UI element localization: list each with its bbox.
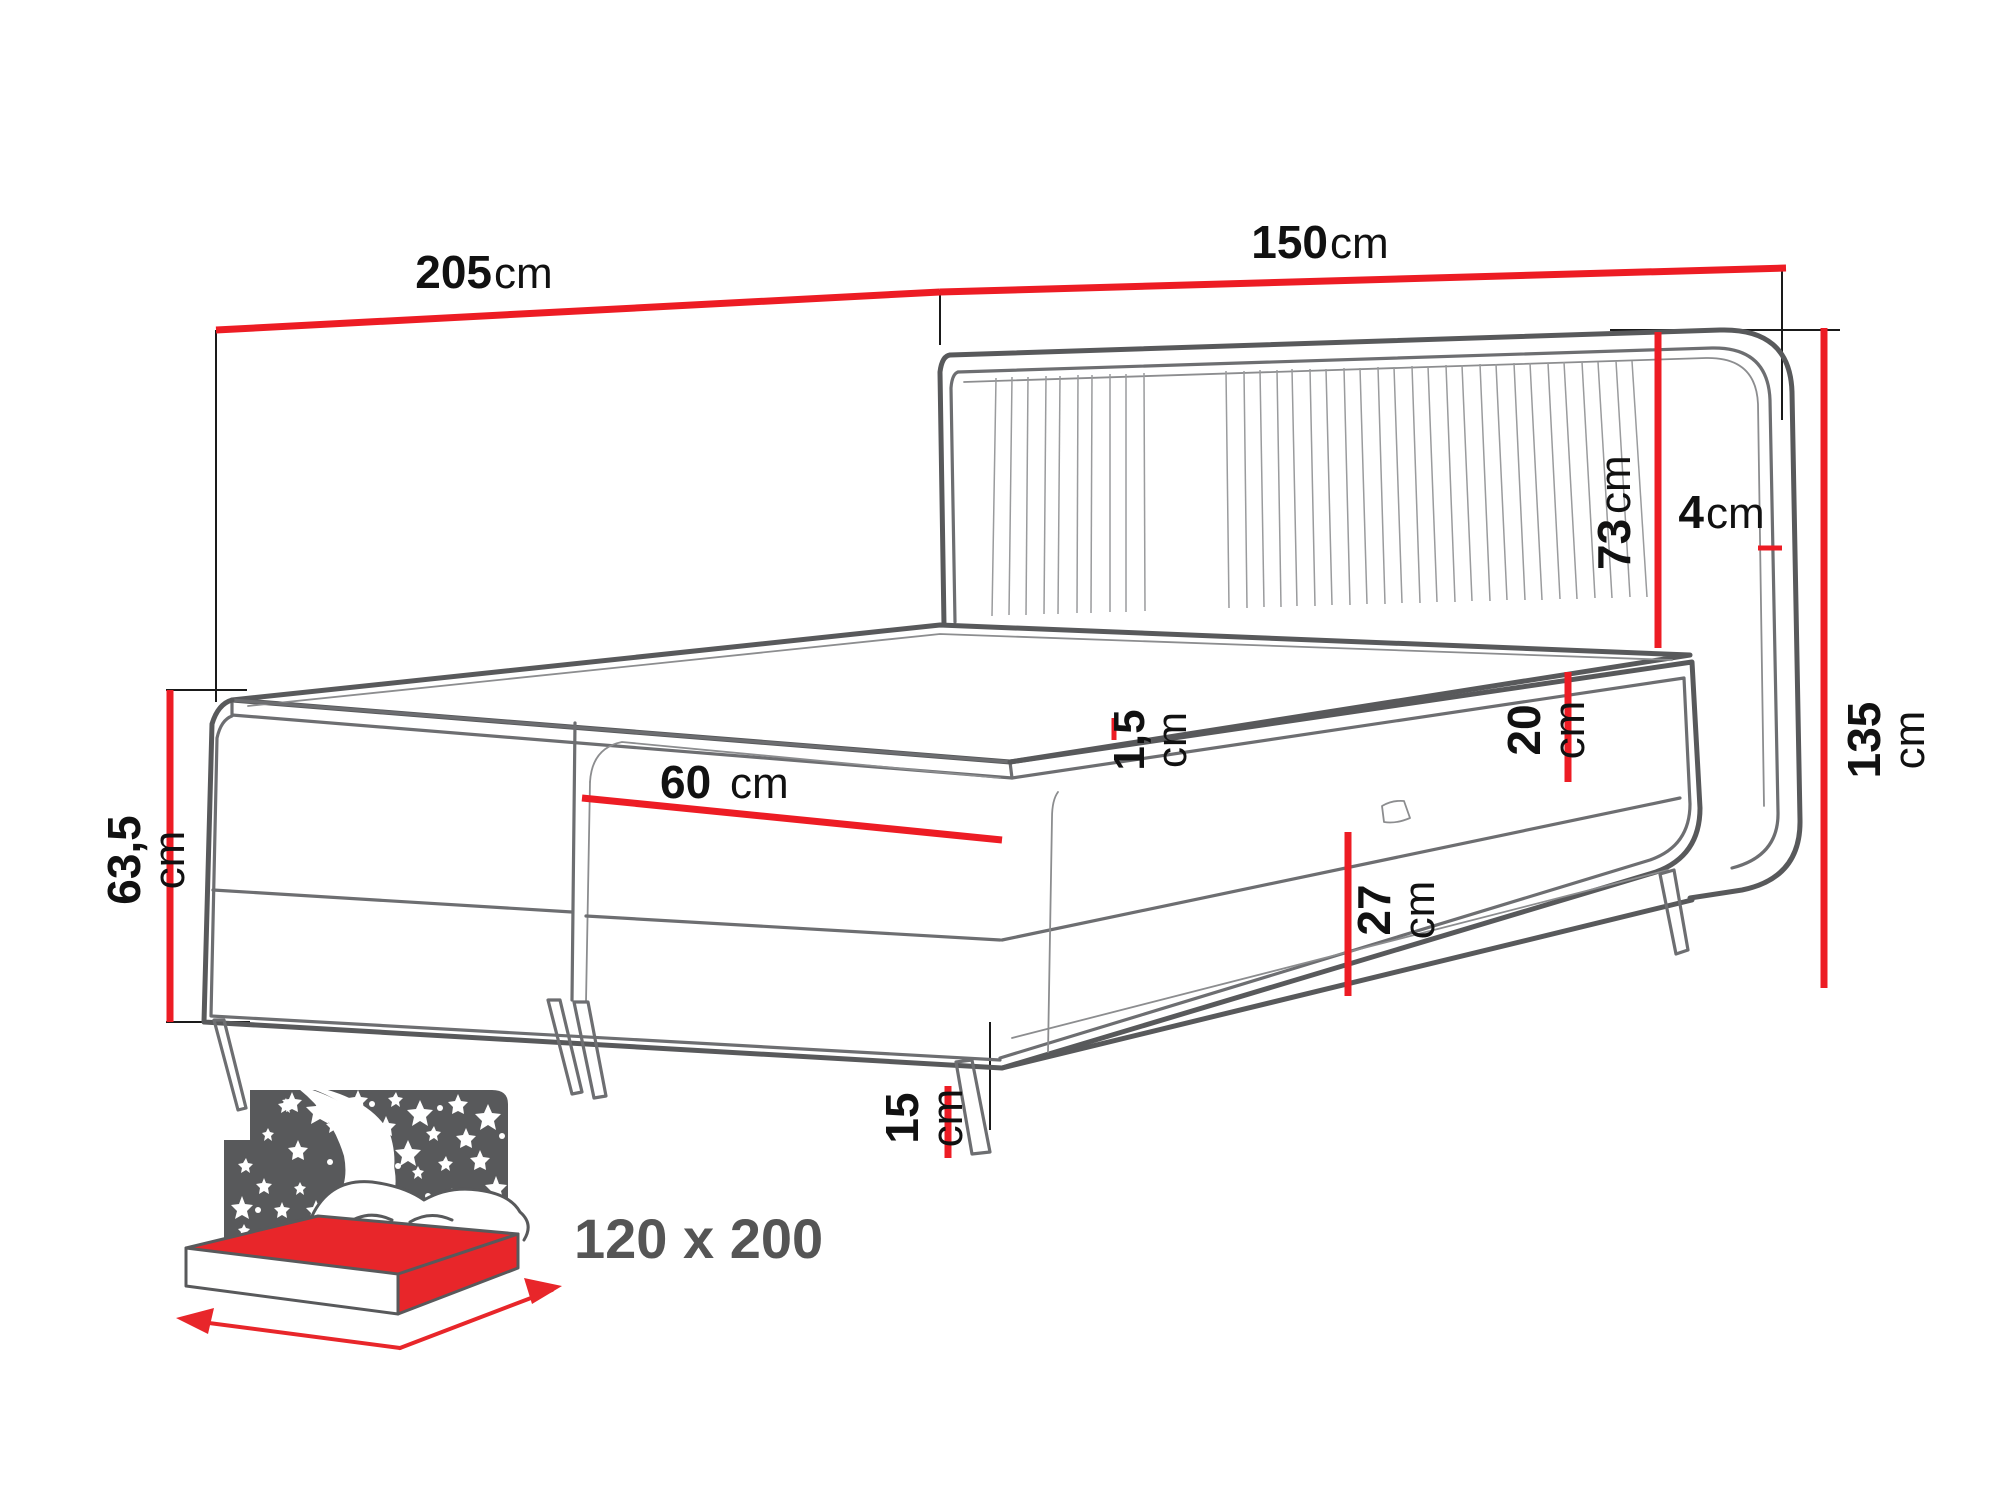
dim-line-205 <box>215 288 941 334</box>
dimension-value-135: 135 <box>1838 702 1890 779</box>
dimension-unit-15: cm <box>923 1089 972 1148</box>
bed-legs <box>212 868 1690 1156</box>
drawer-divisions <box>211 721 1682 1053</box>
dim-line-150 <box>939 264 1787 296</box>
dimension-label-27: 27 cm <box>1348 881 1444 940</box>
dimension-value-150: 150 <box>1251 216 1328 268</box>
dimension-unit-4: cm <box>1706 489 1765 538</box>
dimension-value-205: 205 <box>415 246 492 298</box>
headboard <box>937 327 1803 901</box>
dimension-value-27: 27 <box>1348 884 1400 935</box>
dimension-unit-20: cm <box>1545 701 1594 760</box>
dimension-unit-135: cm <box>1885 711 1934 770</box>
dimension-label-15: 15 cm <box>876 1089 972 1148</box>
dimension-label-635: 63,5 cm <box>98 815 194 905</box>
dimension-unit-73: cm <box>1591 455 1640 514</box>
dimension-unit-1-5: cm <box>1148 712 1195 768</box>
dimension-label-20: 20 cm <box>1498 701 1594 760</box>
dim-line-60 <box>581 794 1003 844</box>
mattress-block <box>184 1214 520 1316</box>
dimension-unit-60: cm <box>730 759 789 808</box>
dimension-unit-635: cm <box>145 831 194 890</box>
dimension-unit-27: cm <box>1395 881 1444 940</box>
bed-illustration <box>201 327 1803 1156</box>
dimension-unit-205: cm <box>494 249 553 298</box>
dimension-label-1-5: 1,5 cm <box>1105 709 1195 770</box>
dimension-lines <box>166 264 1828 1158</box>
mattress-size-label: 120 x 200 <box>574 1207 823 1270</box>
extension-lines <box>166 268 1840 1130</box>
dimension-label-60: 60 cm <box>660 756 789 808</box>
dimension-label-4: 4 cm <box>1678 486 1764 538</box>
mattress-size-arrows <box>176 1278 562 1350</box>
dimension-value-15: 15 <box>876 1092 928 1143</box>
mattress-icon: 120 x 200 <box>176 1082 823 1350</box>
dimension-value-73: 73 <box>1588 519 1640 570</box>
headboard-tufting-right <box>1225 360 1648 609</box>
dimension-unit-150: cm <box>1330 219 1389 268</box>
dimension-value-20: 20 <box>1498 704 1550 755</box>
dimension-label-150: 150 cm <box>1251 216 1388 268</box>
dimension-value-635: 63,5 <box>98 815 150 905</box>
dimension-value-1-5: 1,5 <box>1105 709 1154 770</box>
bed-base <box>201 659 1703 1071</box>
dimension-value-4: 4 <box>1678 486 1704 538</box>
dimension-label-73: 73 cm <box>1588 455 1640 570</box>
dimension-value-60: 60 <box>660 756 711 808</box>
dimension-label-135: 135 cm <box>1838 702 1934 779</box>
headboard-tufting-left <box>991 372 1146 617</box>
drawer-handle <box>1381 799 1411 824</box>
dimension-label-205: 205 cm <box>415 246 552 298</box>
